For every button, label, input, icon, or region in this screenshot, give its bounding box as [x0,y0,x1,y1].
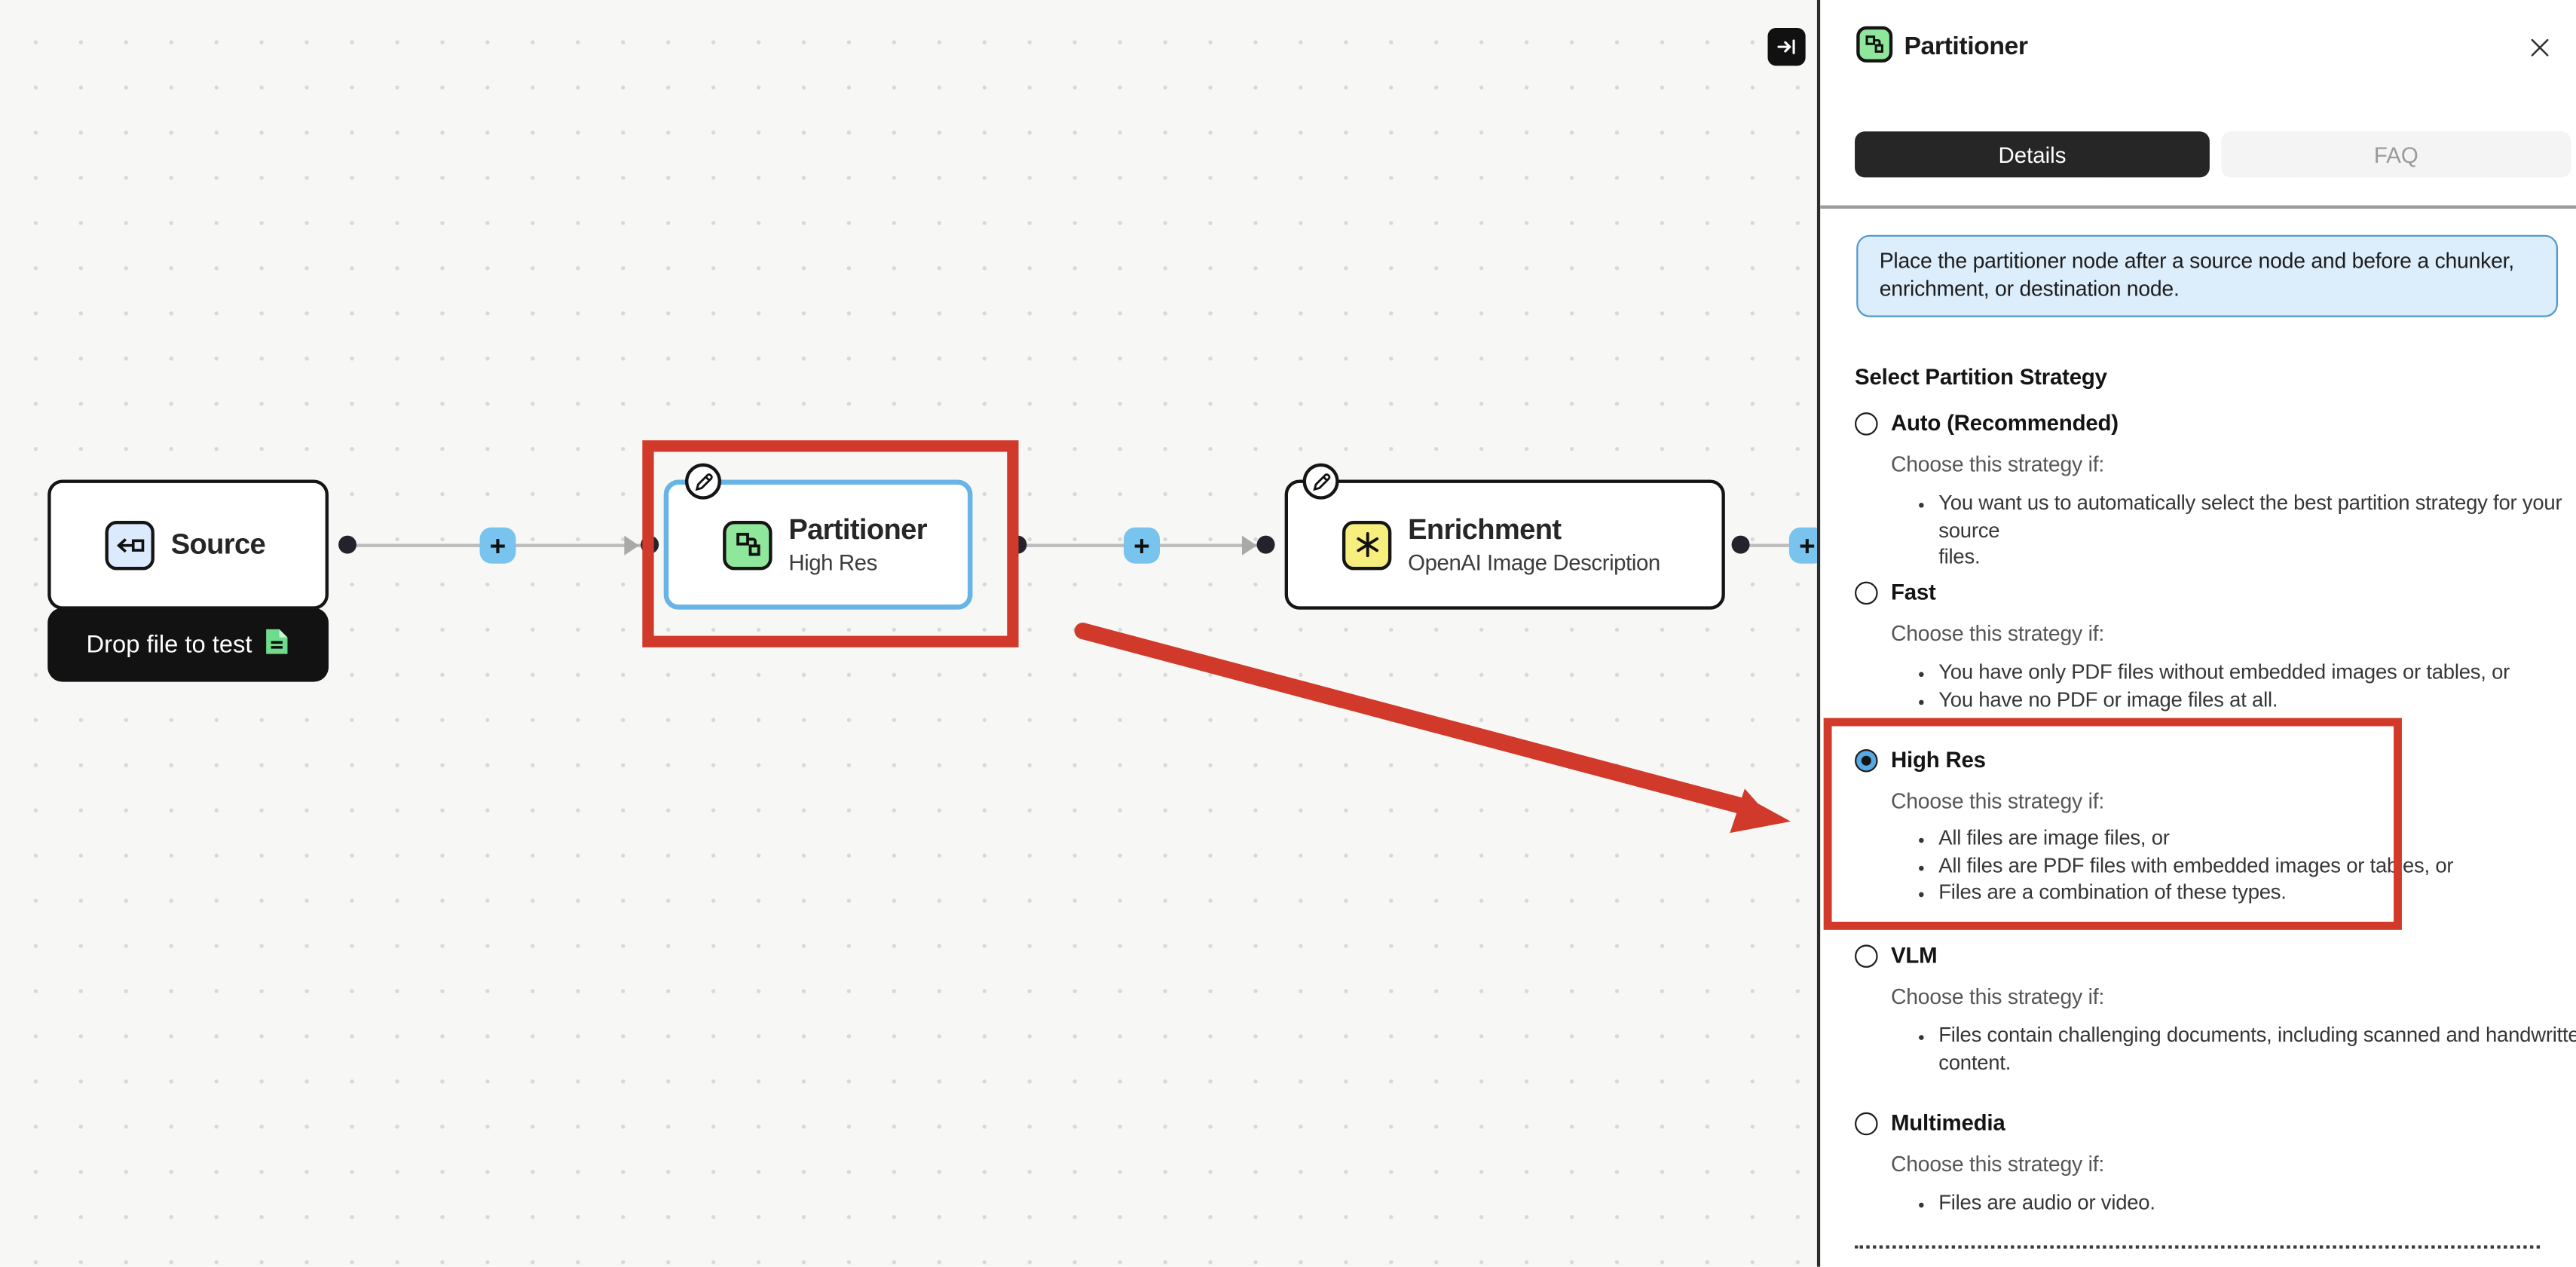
option-bullets-auto: You want us to automatically select the … [1919,490,2576,571]
bullet: You have only PDF files without embedded… [1938,659,2576,686]
option-label-high-res[interactable]: High Res [1891,747,1986,773]
radio-multimedia[interactable] [1855,1112,1878,1136]
option-bullets-high-res: All files are image files, or All files … [1919,825,2576,906]
pencil-icon [694,473,712,491]
edit-node-button[interactable] [684,463,721,500]
plus-icon: + [1799,530,1816,562]
placement-info-box: Place the partitioner node after a sourc… [1856,234,2559,317]
tab-faq[interactable]: FAQ [2221,131,2571,178]
option-label-fast[interactable]: Fast [1891,580,1936,605]
node-details-panel: Partitioner Details FAQ Place the partit… [1820,0,2576,1267]
file-icon [265,628,290,663]
annotation-box-partitioner [642,440,1019,647]
radio-high-res[interactable] [1855,749,1878,773]
strategy-heading: Select Partition Strategy [1855,364,2107,390]
source-icon [105,519,154,570]
node-subtitle: OpenAI Image Description [1408,549,1660,575]
partitioner-icon [1856,26,1893,63]
radio-fast[interactable] [1855,581,1878,605]
radio-vlm[interactable] [1855,944,1878,968]
radio-auto[interactable] [1855,412,1878,436]
option-label-auto[interactable]: Auto (Recommended) [1891,410,2119,436]
pencil-icon [1312,473,1330,491]
choose-strategy-text: Choose this strategy if: [1891,788,2105,814]
add-node-button[interactable]: + [479,527,516,564]
bullet: Files contain challenging documents, inc… [1938,1022,2576,1076]
enrichment-icon [1342,519,1392,570]
node-title: Partitioner [788,513,927,546]
workflow-canvas[interactable]: + + + Source Drop file to test [0,0,1817,1267]
tab-divider [1820,205,2576,208]
add-node-button[interactable]: + [1124,527,1160,564]
edge-arrowhead [1241,535,1257,555]
partitioner-icon [723,519,772,570]
drop-file-to-test-bar[interactable]: Drop file to test [47,607,329,682]
node-title: Source [170,527,266,561]
choose-strategy-text: Choose this strategy if: [1891,620,2105,646]
add-node-button[interactable]: + [1788,527,1817,564]
annotation-box-high-res [1823,718,2402,930]
edge-enrichment-next [1748,543,1817,547]
close-icon [2530,38,2548,56]
panel-title: Partitioner [1904,32,2028,61]
option-bullets-vlm: Files contain challenging documents, inc… [1919,1022,2576,1076]
enrichment-input-port[interactable] [1256,535,1275,554]
edge-arrowhead [624,535,639,555]
close-panel-button[interactable] [2527,35,2552,60]
node-title: Enrichment [1408,513,1562,546]
bullet: All files are PDF files with embedded im… [1938,852,2576,879]
node-enrichment[interactable]: Enrichment OpenAI Image Description [1284,479,1725,610]
plus-icon: + [1134,530,1150,562]
bullet: Files are a combination of these types. [1938,879,2576,906]
panel-resize-divider[interactable] [1816,0,1821,1267]
drop-file-label: Drop file to test [86,631,252,660]
option-bullets-fast: You have only PDF files without embedded… [1919,659,2576,713]
bullet: You have no PDF or image files at all. [1938,686,2576,713]
enrichment-output-port[interactable] [1731,535,1750,554]
bullet: Files are audio or video. [1938,1189,2576,1217]
option-label-vlm[interactable]: VLM [1891,943,1938,968]
bullet: All files are image files, or [1938,825,2576,852]
arrow-to-bar-icon [1777,39,1795,54]
node-partitioner[interactable]: Partitioner High Res [663,479,973,610]
node-subtitle: High Res [788,549,877,575]
option-label-multimedia[interactable]: Multimedia [1891,1110,2005,1136]
collapse-panel-button[interactable] [1767,28,1806,66]
source-output-port[interactable] [338,535,357,554]
plus-icon: + [489,530,506,562]
tab-details[interactable]: Details [1855,131,2210,178]
section-separator [1855,1245,2541,1249]
bullet: You want us to automatically select the … [1938,490,2576,571]
edit-node-button[interactable] [1302,463,1339,500]
option-bullets-multimedia: Files are audio or video. [1919,1189,2576,1217]
choose-strategy-text: Choose this strategy if: [1891,1152,2105,1177]
node-source[interactable]: Source [47,479,329,610]
choose-strategy-text: Choose this strategy if: [1891,984,2105,1009]
choose-strategy-text: Choose this strategy if: [1891,451,2105,477]
